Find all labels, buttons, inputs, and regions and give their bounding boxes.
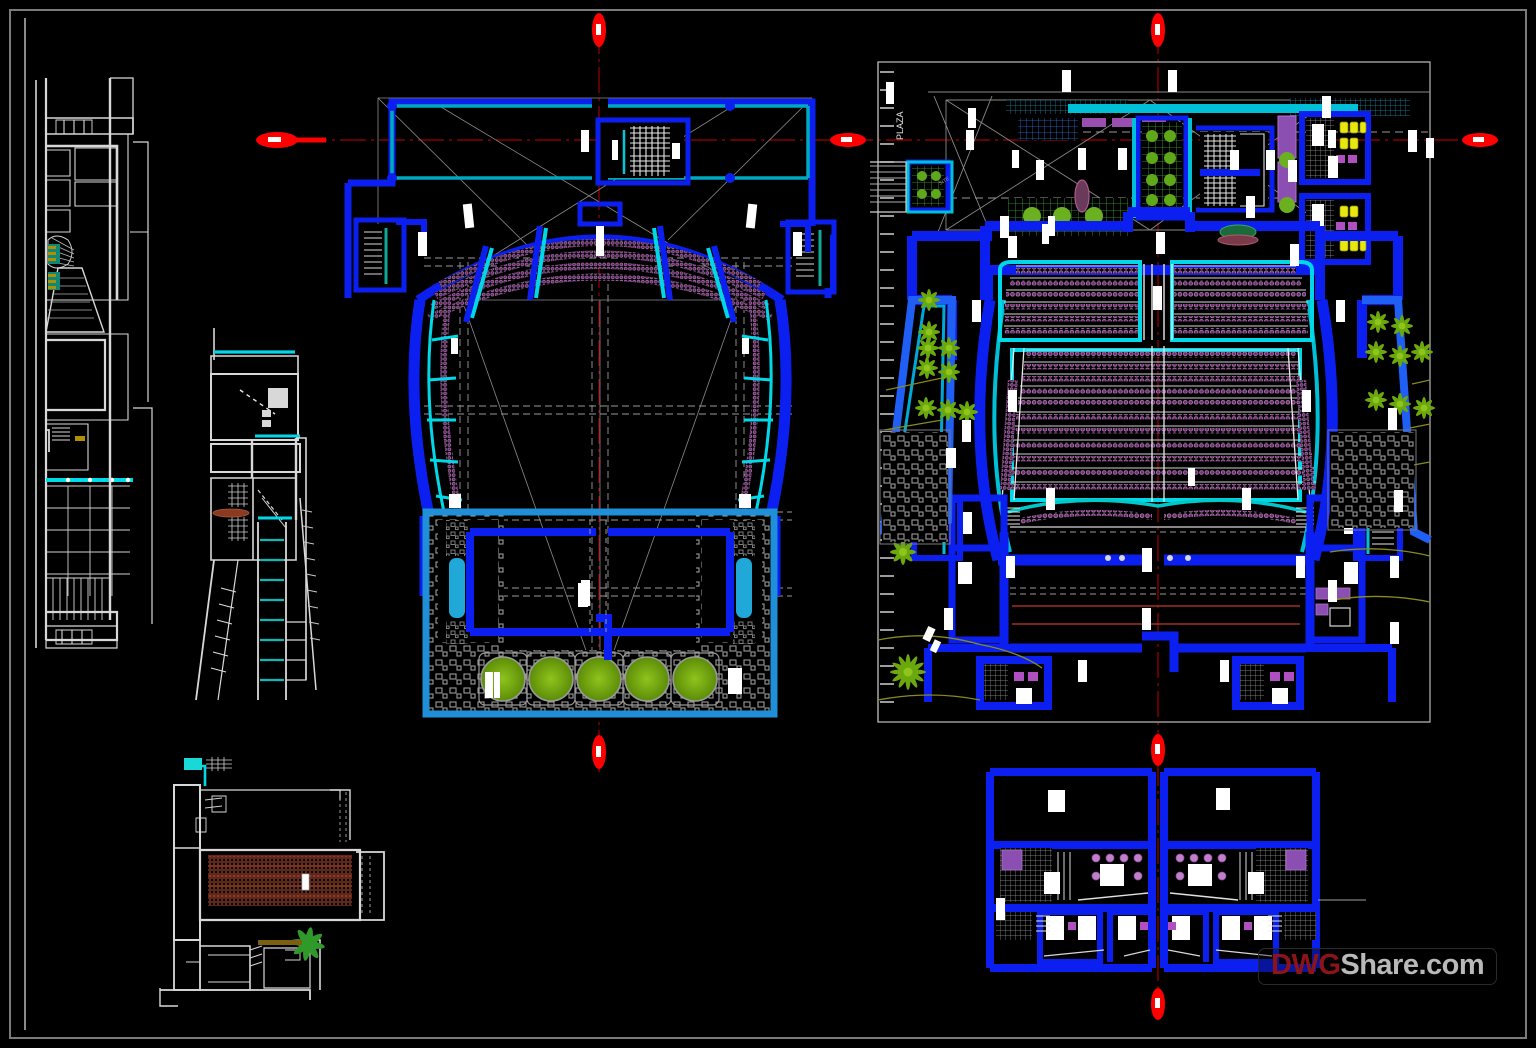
door-symbols: [418, 130, 802, 698]
grid-bubble-markers: [256, 13, 1498, 1020]
angled-partial-plan: [159, 328, 385, 1007]
svg-text:SITE: SITE: [938, 176, 951, 187]
plaza-label: PLAZA: [895, 111, 905, 140]
palm-tree-icon: [291, 927, 325, 961]
upper-seating-block: [998, 260, 1314, 342]
side-boxes: [408, 299, 792, 522]
right-landscape: [1327, 296, 1435, 603]
door-symbols-right: [944, 70, 1434, 682]
palm-symbols: [890, 289, 978, 565]
bottom-right-basement-plan: [986, 768, 1366, 972]
center-auditorium-plan: [344, 97, 837, 718]
drawing-text-labels: PLAZA SITE: [895, 111, 951, 186]
sheet-border: [9, 9, 1527, 1039]
forecourt-trees: [478, 652, 720, 706]
balcony-seating: [396, 201, 811, 323]
left-landscape: [877, 289, 1043, 701]
main-seating-block: [1000, 346, 1316, 502]
watermark-gray-part: Share.com: [1340, 949, 1485, 981]
right-auditorium-ground-plan: [870, 61, 1435, 723]
watermark-red-part: DWG: [1271, 949, 1341, 981]
site-furniture: [1074, 179, 1259, 246]
left-building-section: [35, 77, 153, 649]
